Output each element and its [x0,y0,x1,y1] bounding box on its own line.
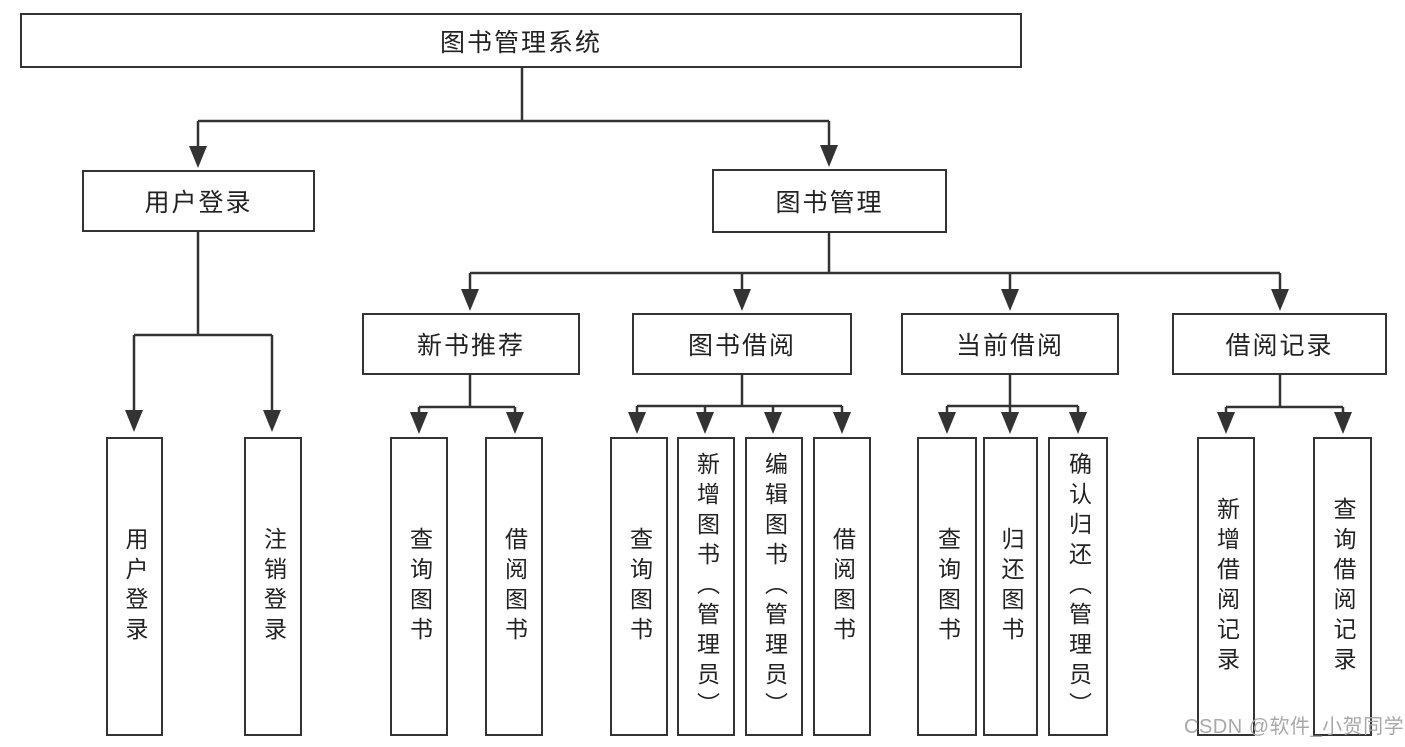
leaf-nb-query-books: 查询图书 [390,437,448,736]
node-label: 当前借阅 [955,332,1064,360]
leaf-bb-add-books-admin: 新增图书（管理员） [677,437,735,736]
node-label: 查询图书 [626,526,653,647]
leaf-bb-borrow-books: 借阅图书 [813,437,871,736]
arrowhead [938,412,956,434]
node-label: 借阅记录 [1225,332,1334,360]
node-label: 查询图书 [934,526,961,647]
node-user-login: 用户登录 [82,170,315,232]
arrowhead [125,410,143,432]
node-label: 注销登录 [260,526,287,647]
leaf-bb-query-books: 查询图书 [610,437,668,736]
arrowhead [820,145,838,167]
arrowhead [1217,412,1235,434]
arrowhead [461,289,479,311]
node-label: 图书管理 [775,189,884,217]
node-label: 归还图书 [998,526,1024,647]
node-label: 借阅图书 [829,526,856,647]
leaf-cb-confirm-return-admin: 确认归还（管理员） [1048,437,1108,736]
arrowhead [764,412,782,434]
arrowhead [1001,412,1019,434]
arrowhead [1334,412,1352,434]
leaf-br-query-record: 查询借阅记录 [1313,437,1372,736]
node-label: 查询图书 [406,526,433,647]
leaf-cb-return-books: 归还图书 [983,437,1038,736]
node-label: 新增借阅记录 [1213,496,1240,677]
node-label: 用户登录 [144,189,253,217]
node-label: 用户登录 [122,526,148,647]
node-label: 图书借阅 [687,332,796,360]
arrowhead [506,412,524,434]
node-new-book-recommend: 新书推荐 [362,313,580,375]
leaf-nb-borrow-books: 借阅图书 [485,437,543,736]
leaf-user-login: 用户登录 [106,437,163,736]
leaf-logout: 注销登录 [244,437,302,736]
arrowhead [833,412,851,434]
arrowhead [1069,412,1087,434]
node-label: 确认归还（管理员） [1065,451,1092,722]
leaf-br-add-record: 新增借阅记录 [1197,437,1255,736]
arrowhead [1001,289,1019,311]
node-label: 新增图书（管理员） [693,451,720,722]
node-root-library-system: 图书管理系统 [20,13,1022,68]
node-label: 编辑图书（管理员） [761,451,788,722]
arrowhead [696,412,714,434]
arrowhead [189,146,207,168]
node-book-borrow: 图书借阅 [632,313,852,375]
arrowhead [733,289,751,311]
arrowhead [410,412,428,434]
arrowhead [628,412,646,434]
arrowhead [1271,289,1289,311]
node-current-borrow: 当前借阅 [901,313,1119,375]
node-borrow-records: 借阅记录 [1172,313,1387,375]
leaf-bb-edit-books-admin: 编辑图书（管理员） [745,437,803,736]
leaf-cb-query-books: 查询图书 [917,437,977,736]
node-label: 图书管理系统 [439,28,602,57]
arrowhead [263,410,281,432]
node-label: 查询借阅记录 [1330,496,1356,677]
node-label: 新书推荐 [416,332,525,360]
node-book-management: 图书管理 [712,169,947,233]
node-label: 借阅图书 [501,526,528,647]
